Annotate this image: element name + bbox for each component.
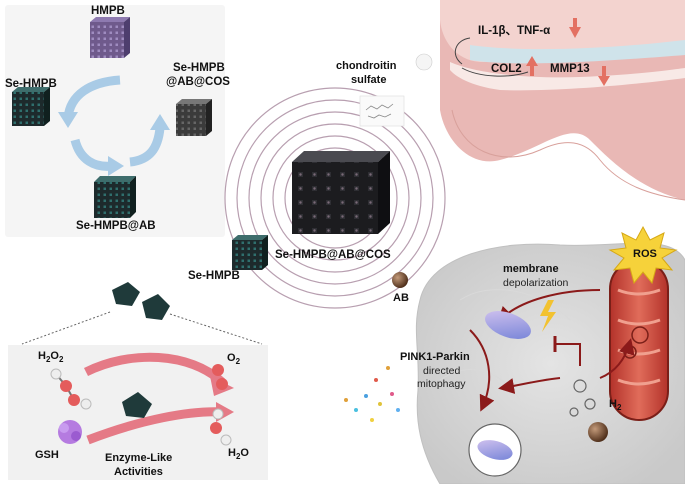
nanoparticle-label: Se-HMPB@AB@COS bbox=[275, 249, 391, 261]
synthesis-panel bbox=[5, 5, 225, 237]
se-hmpb-cube-icon bbox=[12, 87, 50, 126]
se-hmpb-ab-cube-icon bbox=[94, 176, 136, 218]
enzyme-particle-icon bbox=[122, 392, 152, 418]
ros-label: ROS bbox=[633, 248, 657, 260]
hmpb-cube-icon bbox=[90, 17, 130, 58]
cycle-arrow-3 bbox=[129, 127, 165, 167]
se-hmpb-ab-label: Se-HMPB@AB bbox=[76, 220, 156, 232]
scattered-dots bbox=[344, 366, 400, 422]
pink1-label: PINK1-Parkin bbox=[400, 351, 470, 363]
water-molecule-icon bbox=[210, 408, 232, 446]
mitophagy-vesicle-icon bbox=[468, 423, 522, 477]
h2o2-molecule-icon bbox=[50, 368, 92, 410]
cos-small-structure-icon bbox=[415, 53, 433, 71]
chondroitin-sulfate-structure-icon bbox=[359, 95, 405, 127]
se-hmpb-center-label: Se-HMPB bbox=[188, 270, 240, 282]
ab-label: AB bbox=[393, 292, 409, 304]
nanoparticle-pair-icon bbox=[112, 282, 170, 320]
cycle-arrow-1 bbox=[63, 75, 121, 119]
membrane-label: membrane bbox=[503, 263, 559, 275]
ab-sphere-cell-icon bbox=[588, 422, 608, 442]
cytokines-label: IL-1β、TNF-α bbox=[478, 25, 551, 37]
gsh-label: GSH bbox=[35, 449, 59, 461]
ros-burst-icon bbox=[608, 225, 678, 285]
final-label-line2: @AB@COS bbox=[166, 76, 230, 88]
pink-arrow-bottom bbox=[86, 407, 225, 445]
final-label-line1: Se-HMPB bbox=[173, 62, 225, 74]
cycle-arrow-2 bbox=[70, 138, 113, 171]
h2-label: H2 bbox=[609, 398, 622, 413]
o2-molecule-icon bbox=[212, 364, 228, 390]
damaged-mitochondrion-icon bbox=[485, 311, 531, 339]
se-hmpb-small-cube-icon bbox=[232, 235, 268, 270]
down-arrow-mmp13-icon bbox=[598, 76, 610, 86]
depolarization-label: depolarization bbox=[503, 277, 569, 289]
enzyme-title-line2: Activities bbox=[114, 466, 163, 478]
mitochondrion-icon bbox=[609, 259, 669, 421]
pink-arrow-top bbox=[83, 352, 226, 386]
chondroitin-label-line1: chondroitin bbox=[336, 60, 397, 72]
lightning-icon bbox=[540, 300, 556, 332]
joint-illustration bbox=[440, 0, 685, 201]
se-hmpb-label: Se-HMPB bbox=[5, 78, 57, 90]
ab-sphere-icon bbox=[392, 272, 408, 288]
down-arrow-icon bbox=[569, 27, 581, 38]
mitophagy-label: mitophagy bbox=[417, 378, 466, 390]
directed-label: directed bbox=[423, 365, 461, 377]
o2-label: O2 bbox=[227, 352, 241, 367]
h2o2-label: H2O2 bbox=[38, 350, 64, 365]
mmp13-label: MMP13 bbox=[550, 63, 590, 75]
h2o-label: H2O bbox=[228, 447, 249, 462]
enzyme-title-line1: Enzyme-Like bbox=[105, 452, 173, 464]
chondroitin-label-line2: sulfate bbox=[351, 74, 387, 86]
central-nanoparticle-icon bbox=[292, 151, 390, 234]
col2-label: COL2 bbox=[491, 63, 522, 75]
h2-bubbles-icon bbox=[569, 379, 596, 417]
hmpb-label: HMPB bbox=[91, 5, 125, 17]
final-nanoparticle-cube-icon bbox=[176, 99, 212, 136]
up-arrow-icon bbox=[526, 56, 538, 66]
gsh-molecule-icon bbox=[58, 420, 82, 444]
